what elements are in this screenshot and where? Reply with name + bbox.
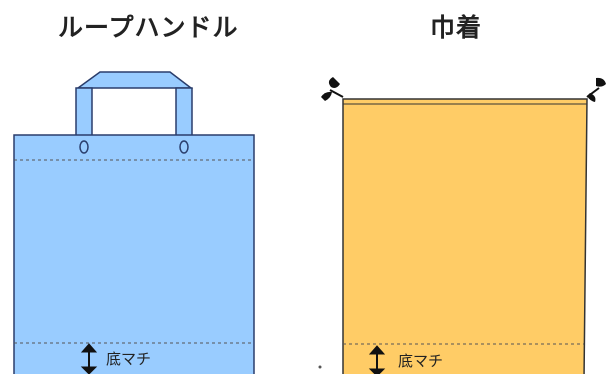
loop-gusset-label: 底マチ xyxy=(106,350,151,368)
loop-bag-body xyxy=(13,134,255,374)
loop-gusset-arrow-icon xyxy=(80,343,98,374)
right-grommet-icon xyxy=(179,140,189,154)
handle-left-strap xyxy=(75,87,93,137)
drawstring-gusset-arrow-icon xyxy=(368,345,386,374)
drawstring-gusset-label: 底マチ xyxy=(398,352,443,370)
drawstring-margin-dot xyxy=(318,365,322,369)
drawstring-title: 巾着 xyxy=(430,13,483,42)
loop-handle-bag: 底マチ xyxy=(13,71,255,374)
handle-top-band xyxy=(75,71,194,89)
drawstring-bag: 底マチ xyxy=(318,77,606,374)
drawstring-bag-body xyxy=(342,98,588,374)
right-cord-tie-icon xyxy=(586,77,606,102)
left-cord-tie-icon xyxy=(321,77,344,101)
left-grommet-icon xyxy=(79,140,89,154)
handle-right-strap xyxy=(175,87,193,137)
loop-handle-title: ループハンドル xyxy=(58,13,239,42)
